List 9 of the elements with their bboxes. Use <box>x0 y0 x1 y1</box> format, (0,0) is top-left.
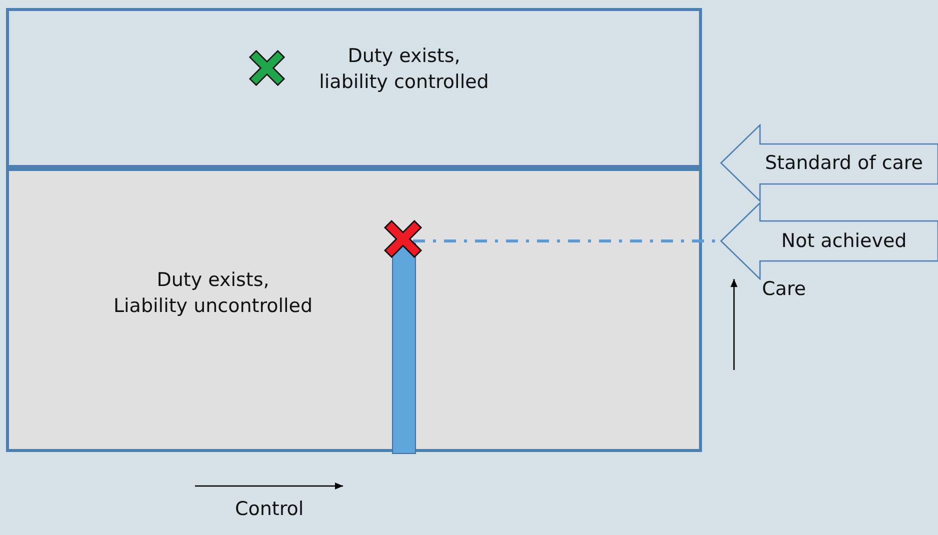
upper-zone-band <box>6 8 702 168</box>
bar <box>392 243 416 454</box>
axis-label: Control <box>235 497 304 522</box>
zone-label: Duty exists, liability controlled <box>318 44 490 95</box>
arrow-label: Not achieved <box>780 229 908 254</box>
axis-label: Care <box>762 277 806 302</box>
arrow-label: Standard of care <box>764 151 924 176</box>
zone-label: Duty exists, Liability uncontrolled <box>112 268 314 319</box>
lower-zone-band <box>6 168 702 452</box>
